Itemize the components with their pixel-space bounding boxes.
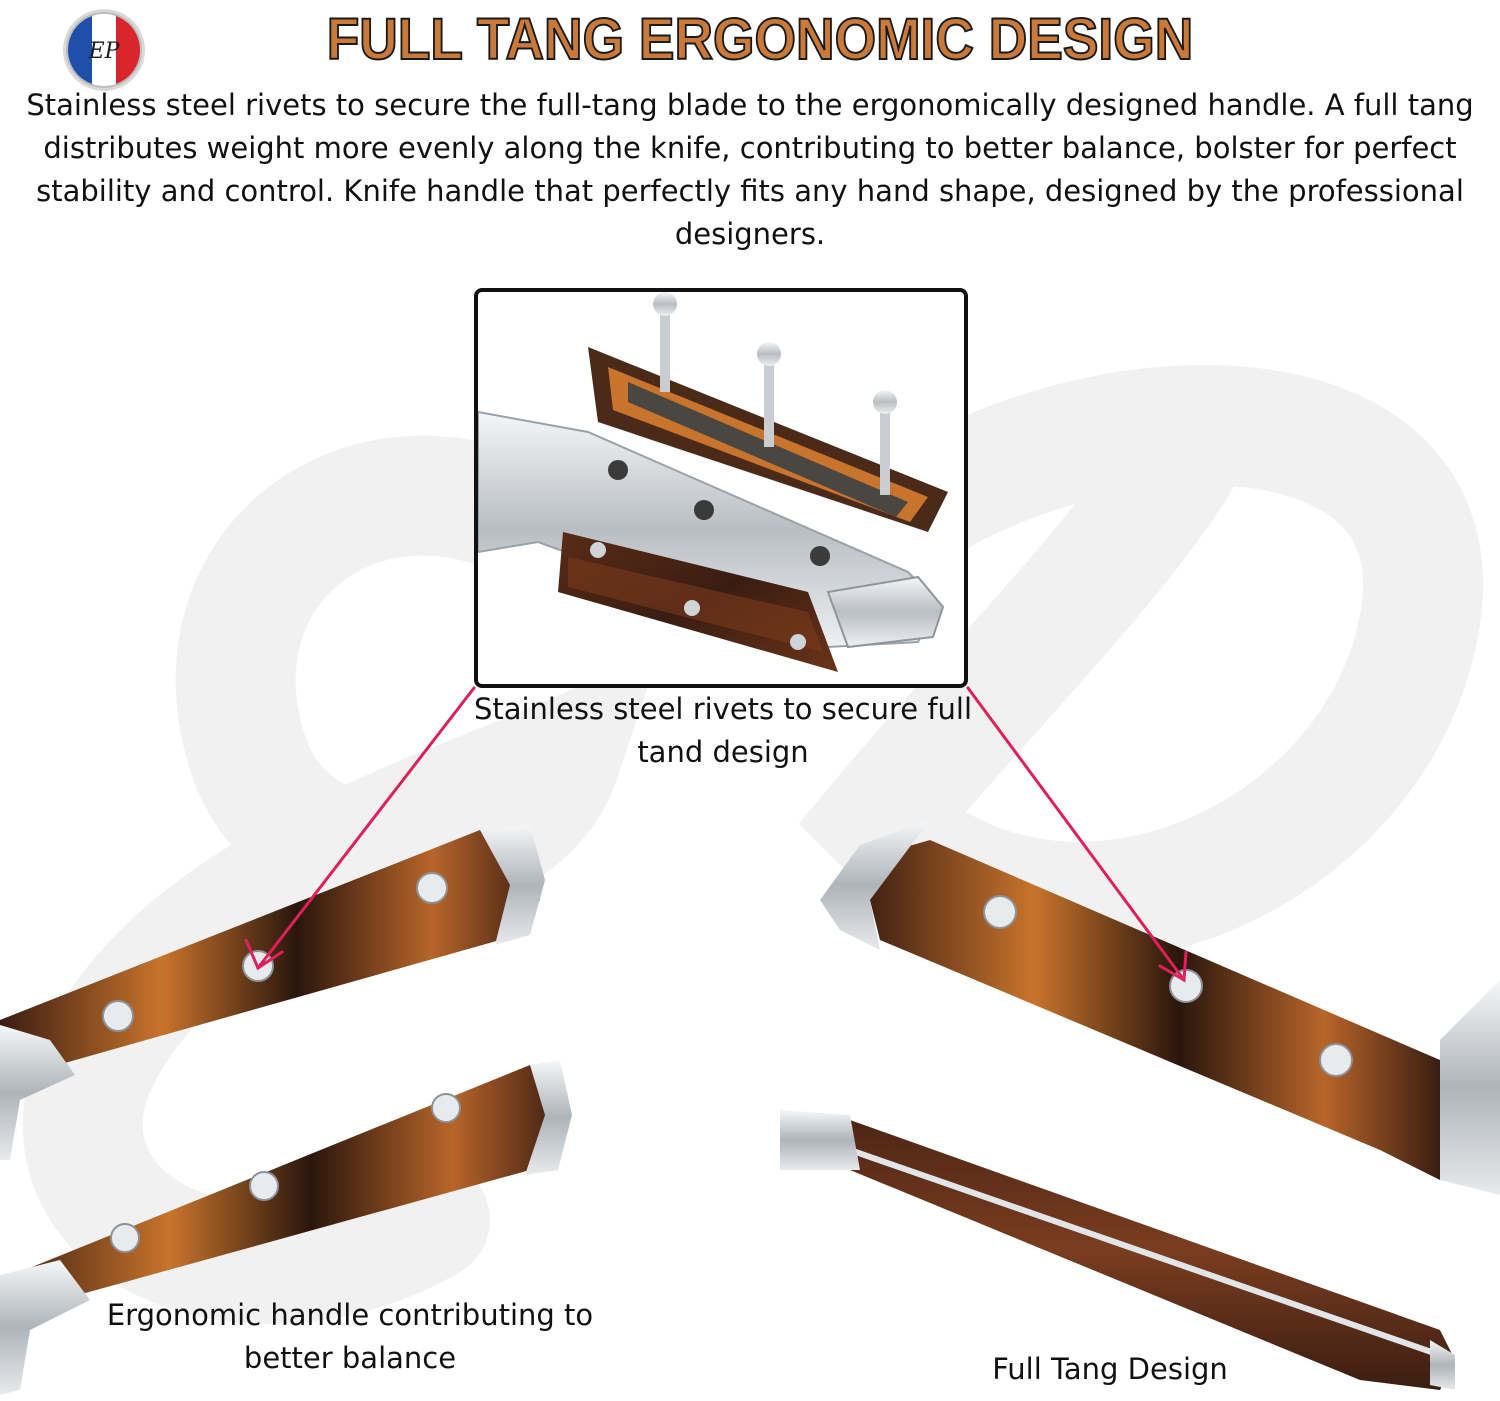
rivet-pins xyxy=(653,292,897,495)
full-tang-handle-side xyxy=(780,1110,1455,1390)
rivet-detail-caption: Stainless steel rivets to secure full ta… xyxy=(473,692,973,769)
ergonomic-handle-bottom xyxy=(0,1060,572,1395)
logo-lettering: EP xyxy=(88,39,121,64)
intro-paragraph: Stainless steel rivets to secure the ful… xyxy=(26,88,1474,251)
page-title: FULL TANG ERGONOMIC DESIGN xyxy=(326,6,1194,73)
full-tang-caption: Full Tang Design xyxy=(992,1352,1228,1386)
rivet-detail-image xyxy=(474,288,968,688)
rivet-detail-illustration xyxy=(478,292,948,672)
full-tang-handle-top xyxy=(820,820,1500,1195)
ergonomic-handle-caption: Ergonomic handle contributing to better … xyxy=(106,1298,594,1375)
brand-logo: EP xyxy=(63,9,145,91)
